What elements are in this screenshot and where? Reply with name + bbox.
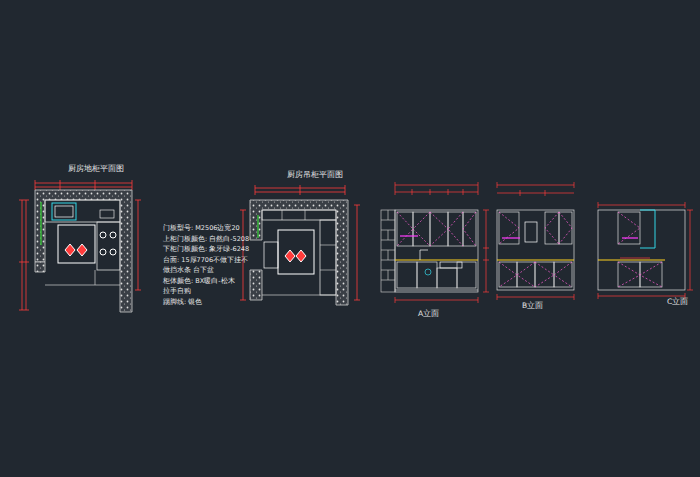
spec-note: 台面: 15厚7706不做下挂不	[163, 257, 248, 264]
elevation-title: B立面	[522, 302, 543, 311]
spec-note: 拉手自购	[163, 288, 191, 295]
spec-note: 做挡水条 台下盆	[163, 267, 214, 274]
drawing-title: 厨房地柜平面图	[68, 164, 124, 173]
spec-note: 踢脚线: 银色	[163, 299, 202, 306]
elevation-title: C立面	[667, 298, 688, 307]
floor-plan	[19, 180, 141, 312]
spec-note: 下柜门板颜色: 象牙绿-6248	[163, 246, 249, 253]
elevation-b	[497, 182, 574, 300]
wall-cabinet-plan	[240, 185, 360, 305]
drawing-title: 厨房吊柜平面图	[287, 170, 343, 179]
spec-note: 上柜门板颜色: 自然白-5208	[163, 236, 249, 243]
elevation-c	[598, 202, 693, 299]
elevation-a	[381, 182, 489, 303]
spec-note: 门板型号: M2506边宽20	[163, 225, 240, 232]
elevation-title: A立面	[418, 310, 439, 319]
spec-note: 柜体颜色: BX暖白-松木	[163, 278, 235, 285]
